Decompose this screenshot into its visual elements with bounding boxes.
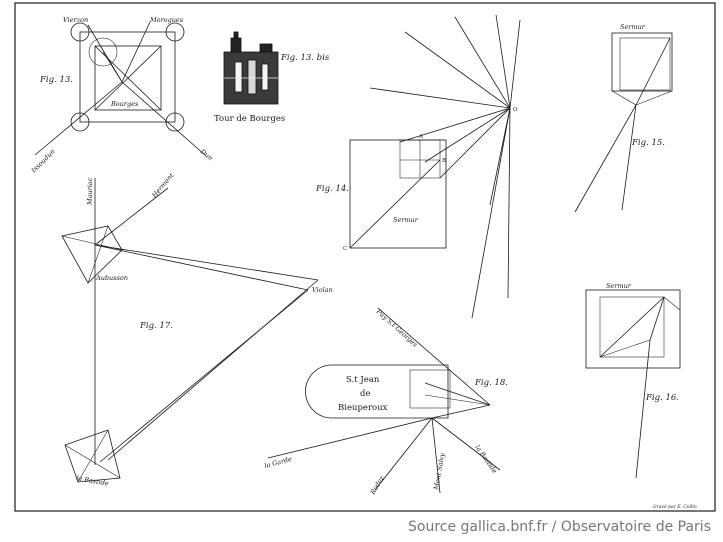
tour-de-bourges-label: Tour de Bourges	[214, 114, 285, 124]
fig14-label: Fig. 14.	[315, 184, 349, 194]
puy-st-georges-label: Puy S.t Georges	[374, 307, 420, 349]
aubusson-label: Aubusson	[95, 274, 128, 282]
mont-salvy-label: Mont Salvy	[432, 452, 447, 491]
morogues-label: Morogues	[149, 16, 184, 24]
la-bastide-fig17-label: la Bastide	[76, 474, 110, 488]
dun-label: Dun	[198, 147, 214, 163]
plate-border	[14, 2, 716, 512]
la-bastide-fig18-label: la Bastide	[473, 444, 498, 476]
fig17-diagram	[61, 178, 319, 483]
fig13-diagram	[34, 21, 206, 156]
herment-label: Herment	[150, 171, 176, 200]
sermur-fig14-label: Sermur	[393, 216, 419, 224]
vierzon-label: Vierzon	[63, 16, 88, 24]
point-c-fig14: C	[343, 246, 347, 252]
fig13bis-label: Fig. 13. bis	[280, 53, 330, 63]
st-jean-line1: S.t Jean	[346, 375, 380, 385]
fig18-diagram	[267, 307, 501, 494]
tower-illustration	[223, 31, 279, 105]
source-footer: Source gallica.bnf.fr / Observatoire de …	[0, 514, 723, 542]
fig17-label: Fig. 17.	[139, 321, 173, 331]
fig18-label: Fig. 18.	[474, 378, 508, 388]
la-garde-label: la Garde	[263, 455, 292, 470]
point-a-fig14: A	[418, 134, 424, 140]
mauriac-label: Mauriac	[86, 177, 94, 206]
rodez-label: Rodez	[368, 474, 386, 497]
st-jean-line2: de	[360, 389, 370, 399]
bourges-label: Bourges	[110, 100, 139, 108]
source-text: Source gallica.bnf.fr / Observatoire de …	[408, 519, 711, 535]
fig15-label: Fig. 15.	[631, 138, 665, 148]
fig16-label: Fig. 16.	[645, 393, 679, 403]
fig16-diagram	[585, 289, 681, 479]
fig13-label: Fig. 13.	[39, 75, 73, 85]
issoudun-label: Issoudun	[29, 148, 56, 175]
engraver-credit: Gravé par E. Collin	[653, 503, 697, 510]
point-o-fig14: O	[513, 107, 518, 113]
violan-label: Violan	[312, 286, 333, 294]
fig14-diagram	[349, 14, 521, 319]
fig15-diagram	[574, 32, 673, 213]
st-jean-line3: Bieuperoux	[338, 403, 388, 413]
point-b-fig14: B	[442, 158, 446, 164]
sermur-fig15-label: Sermur	[620, 23, 646, 31]
sermur-fig16-label: Sermur	[606, 282, 632, 290]
